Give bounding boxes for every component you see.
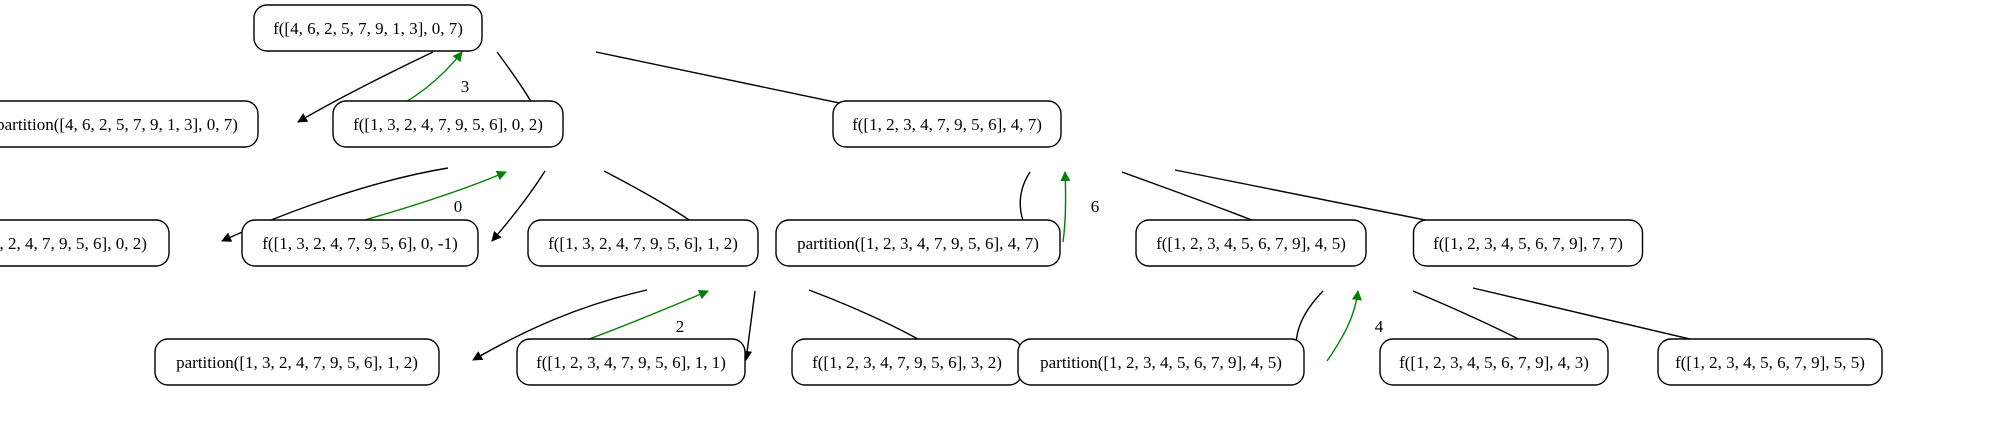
node-box [1379,338,1609,386]
node-label: f([4, 6, 2, 5, 7, 9, 1, 3], 0, 7) [273,19,463,38]
node-box [0,100,259,148]
call-edge-n0-n1 [297,51,434,123]
return-value-label: 2 [676,317,685,336]
node-n1: partition([4, 6, 2, 5, 7, 9, 1, 3], 0, 7… [0,100,259,148]
node-label: f([1, 2, 3, 4, 5, 6, 7, 9], 4, 3) [1399,353,1589,372]
node-box [1657,338,1883,386]
return-value-label: 4 [1375,317,1384,336]
node-n5: f([1, 3, 2, 4, 7, 9, 5, 6], 0, -1) [241,219,479,267]
return-edge-n7-n3 [1060,171,1071,243]
node-box [516,338,746,386]
node-label: partition([1, 2, 3, 4, 5, 6, 7, 9], 4, 5… [1040,353,1282,372]
call-edge-n6-n10 [472,289,648,361]
node-n10: partition([1, 3, 2, 4, 7, 9, 5, 6], 1, 2… [154,338,440,386]
node-label: partition([4, 6, 2, 5, 7, 9, 1, 3], 0, 7… [0,115,238,134]
return-value-label: 6 [1091,197,1100,216]
node-box [241,219,479,267]
node-n7: partition([1, 2, 3, 4, 7, 9, 5, 6], 4, 7… [775,219,1061,267]
node-box [154,338,440,386]
node-label: f([1, 3, 2, 4, 7, 9, 5, 6], 0, -1) [262,234,457,253]
return-edge-n13-n8 [1326,290,1362,362]
node-label: f([1, 2, 3, 4, 7, 9, 5, 6], 1, 1) [536,353,726,372]
node-n0: f([4, 6, 2, 5, 7, 9, 1, 3], 0, 7) [253,4,483,52]
node-box [832,100,1062,148]
node-box [1135,219,1367,267]
node-box [775,219,1061,267]
return-value-label: 0 [454,197,463,216]
node-label: partition([1, 2, 3, 4, 7, 9, 5, 6], 4, 7… [797,234,1039,253]
node-label: f([1, 3, 2, 4, 7, 9, 5, 6], 0, 2) [353,115,543,134]
node-box [332,100,564,148]
node-label: f([1, 2, 3, 4, 7, 9, 5, 6], 4, 7) [852,115,1042,134]
node-n12: f([1, 2, 3, 4, 7, 9, 5, 6], 3, 2) [791,338,1023,386]
call-edge-n2-n5 [491,170,546,242]
node-box [253,4,483,52]
node-box [1017,338,1305,386]
node-label: f([1, 2, 3, 4, 5, 6, 7, 9], 7, 7) [1433,234,1623,253]
node-n14: f([1, 2, 3, 4, 5, 6, 7, 9], 4, 3) [1379,338,1609,386]
node-n15: f([1, 2, 3, 4, 5, 6, 7, 9], 5, 5) [1657,338,1883,386]
node-n6: f([1, 3, 2, 4, 7, 9, 5, 6], 1, 2) [527,219,759,267]
node-n11: f([1, 2, 3, 4, 7, 9, 5, 6], 1, 1) [516,338,746,386]
node-n2: f([1, 3, 2, 4, 7, 9, 5, 6], 0, 2) [332,100,564,148]
node-n3: f([1, 2, 3, 4, 7, 9, 5, 6], 4, 7) [832,100,1062,148]
node-label: f([1, 2, 3, 4, 5, 6, 7, 9], 5, 5) [1675,353,1865,372]
node-label: f([1, 2, 3, 4, 7, 9, 5, 6], 3, 2) [812,353,1002,372]
node-n9: f([1, 2, 3, 4, 5, 6, 7, 9], 7, 7) [1412,219,1644,267]
node-label: f([1, 3, 2, 4, 7, 9, 5, 6], 1, 2) [548,234,738,253]
node-box [1412,219,1644,267]
node-label: f([1, 2, 3, 4, 5, 6, 7, 9], 4, 5) [1156,234,1346,253]
node-box [0,219,170,267]
return-value-label: 3 [461,77,470,96]
node-n13: partition([1, 2, 3, 4, 5, 6, 7, 9], 4, 5… [1017,338,1305,386]
node-n4: partition([1, 3, 2, 4, 7, 9, 5, 6], 0, 2… [0,219,170,267]
node-n8: f([1, 2, 3, 4, 5, 6, 7, 9], 4, 5) [1135,219,1367,267]
node-label: partition([1, 3, 2, 4, 7, 9, 5, 6], 0, 2… [0,234,147,253]
call-edge-n6-n11 [742,290,756,361]
node-box [527,219,759,267]
node-label: partition([1, 3, 2, 4, 7, 9, 5, 6], 1, 2… [176,353,418,372]
